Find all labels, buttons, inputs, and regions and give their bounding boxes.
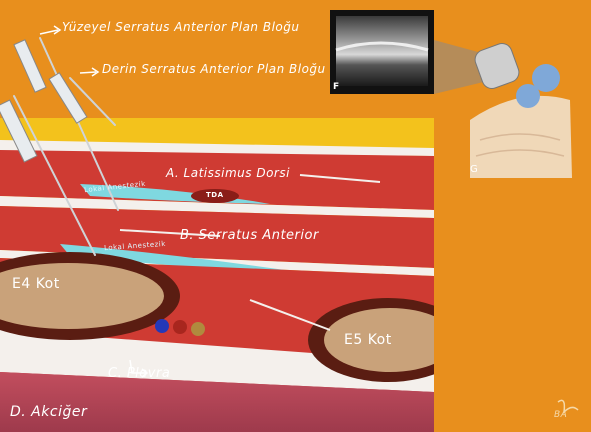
latissimus-label: A. Latissimus Dorsi: [166, 166, 290, 180]
serratus-label: B. Serratus Anterior: [180, 228, 319, 243]
superficial-block-label: Yüzeyel Serratus Anterior Plan Bloğu: [62, 20, 299, 34]
panel-f-label: F: [333, 82, 340, 92]
nerve: [191, 322, 205, 336]
signature-text: BA: [554, 410, 567, 420]
vein: [155, 319, 169, 333]
pleura-label: C. Plevra: [108, 366, 170, 381]
rib-4-label: E4 Kot: [12, 276, 60, 292]
artery: [173, 320, 187, 334]
lung-label: D. Akciğer: [10, 404, 87, 420]
tda-label: TDA: [206, 191, 224, 199]
deep-block-label: Derin Serratus Anterior Plan Bloğu: [102, 62, 326, 76]
panel-g-label: G: [470, 164, 478, 175]
rib-5-label: E5 Kot: [344, 332, 392, 348]
